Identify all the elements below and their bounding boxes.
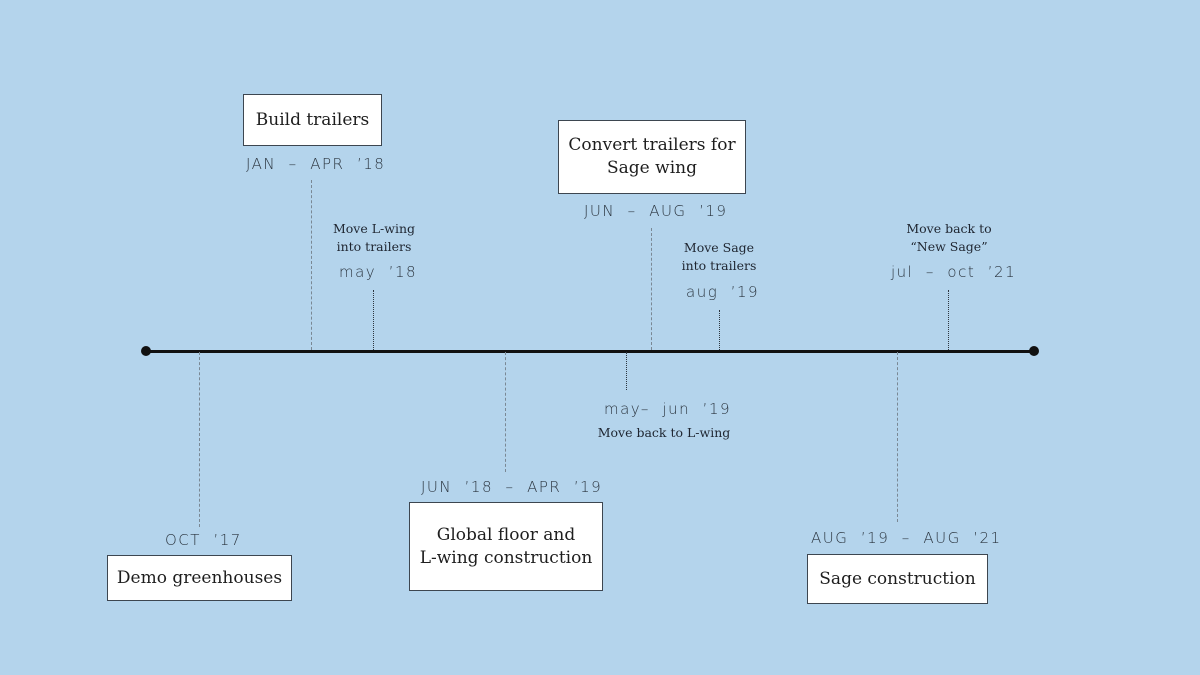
event-box-demo-greenhouses: Demo greenhouses (107, 555, 292, 601)
event-date-convert-trailers: JUN – AUG ’19 (584, 202, 728, 220)
event-box-global-floor: Global floor and L-wing construction (409, 502, 603, 591)
event-date-sage-construction: AUG ’19 – AUG ’21 (811, 529, 1002, 547)
milestone-date-move-back-lwing: may– jun ’19 (604, 400, 732, 418)
event-title-line: Sage wing (607, 158, 697, 178)
milestone-note-move-lwing: Move L-wing into trailers (324, 220, 424, 256)
connector-demo-greenhouses (199, 352, 200, 527)
note-line: “New Sage” (910, 239, 988, 254)
event-title: Build trailers (255, 109, 370, 130)
connector-move-sage (719, 310, 720, 350)
milestone-note-move-new-sage: Move back to “New Sage” (899, 220, 999, 256)
milestone-date-move-sage: aug ’19 (686, 283, 760, 301)
note-line: Move back to (906, 221, 992, 236)
note-line: into trailers (336, 239, 412, 254)
milestone-date-move-new-sage: jul – oct ’21 (891, 263, 1017, 281)
connector-move-lwing (373, 290, 374, 350)
event-title-line: L-wing construction (419, 547, 593, 568)
connector-sage-construction (897, 352, 898, 522)
connector-convert-trailers (651, 228, 652, 350)
connector-move-back-lwing (626, 352, 627, 390)
connector-global-floor (505, 352, 506, 472)
milestone-note-move-sage: Move Sage into trailers (669, 239, 769, 275)
event-date-demo-greenhouses: OCT ’17 (165, 531, 242, 549)
timeline-end-point (1029, 346, 1039, 356)
event-date-build-trailers: JAN – APR ’18 (246, 155, 386, 173)
connector-build-trailers (311, 180, 312, 350)
note-line: Move L-wing (332, 221, 416, 236)
event-box-build-trailers: Build trailers (243, 94, 382, 146)
milestone-date-move-lwing: may ’18 (339, 263, 418, 281)
event-title-line: Convert trailers for (568, 135, 736, 155)
event-title-line: Global floor and (436, 524, 576, 545)
event-title: Sage construction (819, 568, 976, 589)
event-date-global-floor: JUN ’18 – APR ’19 (421, 478, 603, 496)
connector-move-new-sage (948, 290, 949, 350)
note-line: Move Sage (683, 240, 755, 255)
event-box-convert-trailers: Convert trailers for Sage wing (558, 120, 746, 194)
milestone-note-move-back-lwing: Move back to L-wing (597, 425, 731, 440)
timeline-start-point (141, 346, 151, 356)
event-box-sage-construction: Sage construction (807, 554, 988, 604)
note-line: into trailers (681, 258, 757, 273)
timeline-axis (146, 349, 1034, 353)
event-title: Demo greenhouses (116, 567, 283, 588)
